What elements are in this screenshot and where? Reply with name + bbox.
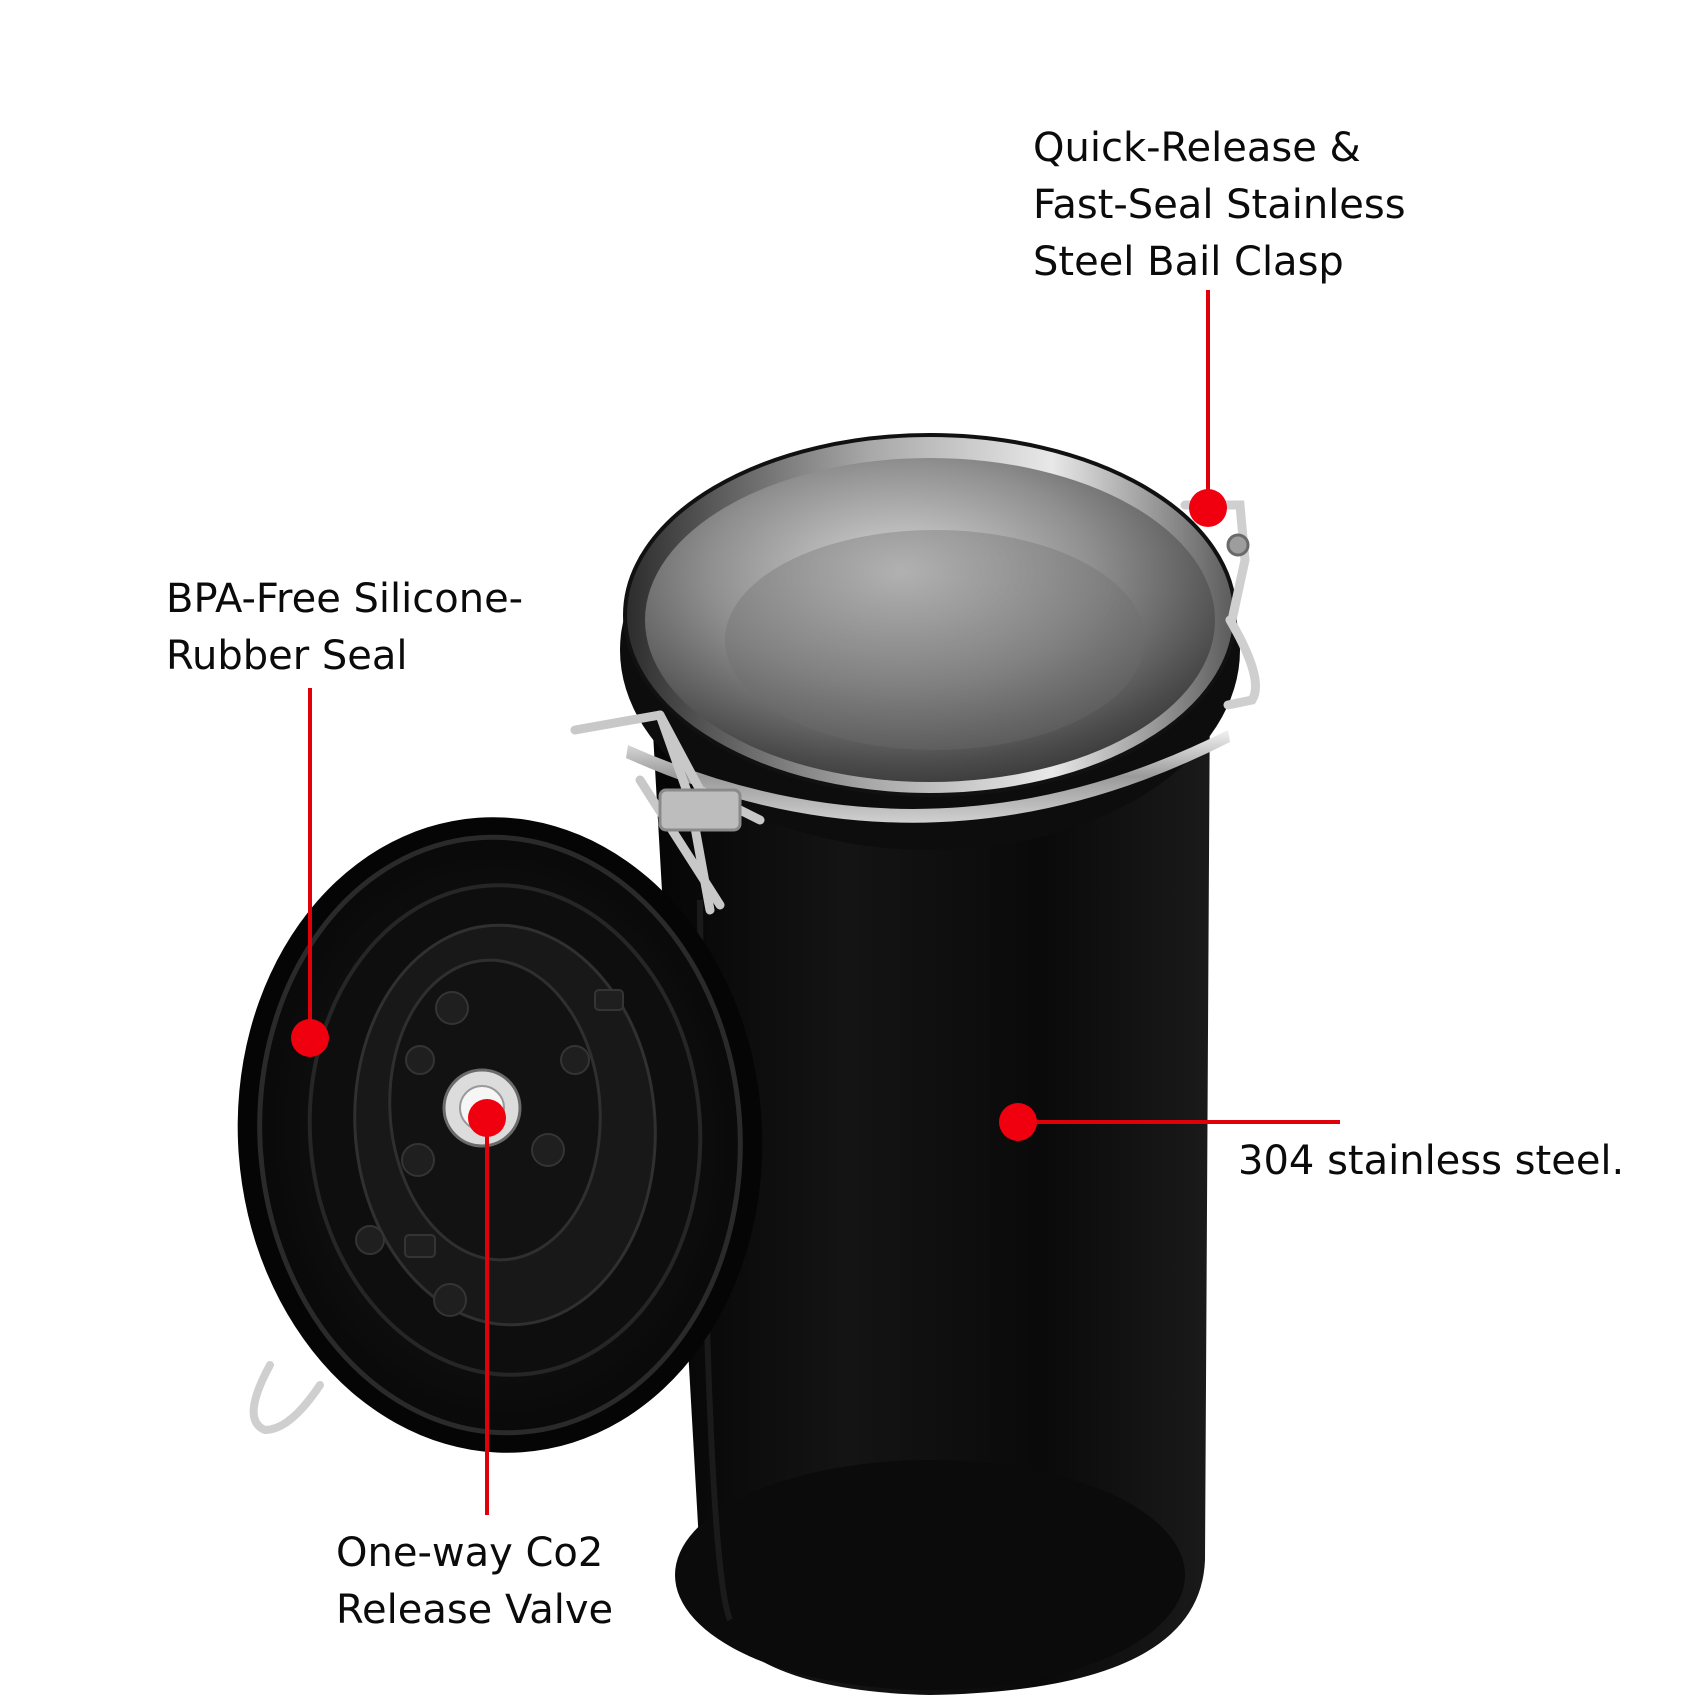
callout-valve-marker (468, 1099, 506, 1515)
callout-seal-line: Rubber Seal (166, 633, 408, 679)
callout-seal-marker (291, 688, 329, 1057)
callout-clasp-line: Steel Bail Clasp (1033, 239, 1344, 285)
callout-clasp-line: Quick-Release & (1033, 125, 1361, 171)
callout-clasp-line: Fast-Seal Stainless (1033, 182, 1406, 228)
bail-clasp-hinge (570, 710, 765, 915)
steel-band (626, 730, 1230, 823)
callout-valve-line: Release Valve (336, 1587, 614, 1633)
callout-steel-marker (999, 1103, 1340, 1141)
callout-seal-label: BPA-Free Silicone- Rubber Seal (166, 571, 523, 685)
callout-valve-label: One-way Co2 Release Valve (336, 1525, 613, 1639)
canister-rim (620, 433, 1240, 850)
callout-seal-line: BPA-Free Silicone- (166, 576, 524, 622)
canister-body (650, 680, 1210, 1695)
callout-steel-line: 304 stainless steel. (1238, 1138, 1625, 1184)
callout-steel-label: 304 stainless steel. (1238, 1133, 1624, 1190)
callout-clasp-label: Quick-Release & Fast-Seal Stainless Stee… (1033, 120, 1406, 291)
canister-lid (237, 817, 763, 1453)
callout-valve-line: One-way Co2 (336, 1530, 604, 1576)
callout-clasp-marker (1189, 290, 1227, 527)
